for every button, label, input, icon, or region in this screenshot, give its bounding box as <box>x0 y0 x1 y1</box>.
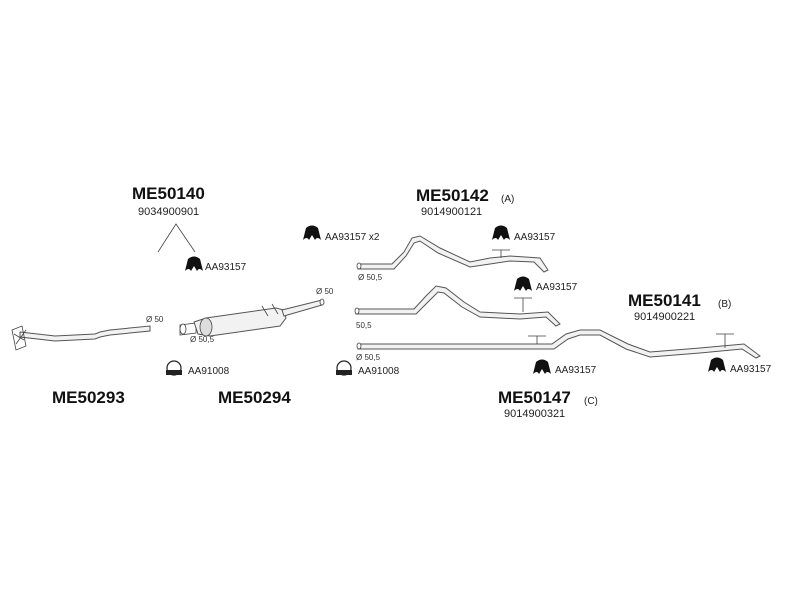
variant-suffix-a: (A) <box>501 194 514 205</box>
dimension-front-pipe: Ø 50 <box>146 315 164 324</box>
hardware-hanger-front: AA93157 <box>205 262 247 273</box>
part-number-me50293: ME50293 <box>52 388 125 407</box>
dimension-muffler-in: Ø 50,5 <box>190 335 215 344</box>
part-number-me50141: ME50141 <box>628 291 701 310</box>
hardware-hanger-a-right: AA93157 <box>514 232 556 243</box>
rubber-hanger-icon <box>514 276 532 291</box>
rubber-hanger-icon <box>492 225 510 240</box>
hardware-hanger-c: AA93157 <box>555 365 597 376</box>
part-number-me50294: ME50294 <box>218 388 291 407</box>
hardware-hanger-mid: AA93157 <box>536 282 578 293</box>
dimension-pipe-c: Ø 50,5 <box>356 353 381 362</box>
tail-pipe-c <box>356 329 761 359</box>
reference-me50142: 9014900121 <box>421 206 482 218</box>
assembly-bracket <box>157 223 196 253</box>
clamp-icon <box>335 360 353 376</box>
reference-me50141: 9014900221 <box>634 311 695 323</box>
part-number-me50142: ME50142 <box>416 186 489 205</box>
hardware-clamp-mid: AA91008 <box>358 366 400 377</box>
reference-me50147: 9014900321 <box>504 408 565 420</box>
rubber-hanger-icon <box>185 256 203 271</box>
hardware-hanger-b: AA93157 <box>730 364 772 375</box>
part-number-me50147: ME50147 <box>498 388 571 407</box>
tail-pipe-a <box>356 235 549 273</box>
clamp-icon <box>165 360 183 376</box>
tail-pipe-b <box>354 285 561 327</box>
rubber-hanger-icon <box>533 359 551 374</box>
front-pipe <box>11 325 151 351</box>
hardware-clamp-left: AA91008 <box>188 366 230 377</box>
variant-suffix-c: (C) <box>584 396 598 407</box>
reference-me50140: 9034900901 <box>138 206 199 218</box>
dimension-muffler-out: Ø 50 <box>316 287 334 296</box>
rubber-hanger-icon <box>303 225 321 240</box>
muffler-assembly <box>179 298 325 337</box>
hardware-hanger-a-left: AA93157 x2 <box>325 232 380 243</box>
variant-suffix-b: (B) <box>718 299 731 310</box>
dimension-pipe-a: Ø 50,5 <box>358 273 383 282</box>
part-number-me50140: ME50140 <box>132 184 205 203</box>
dimension-pipe-b: 50,5 <box>356 321 372 330</box>
rubber-hanger-icon <box>708 357 726 372</box>
